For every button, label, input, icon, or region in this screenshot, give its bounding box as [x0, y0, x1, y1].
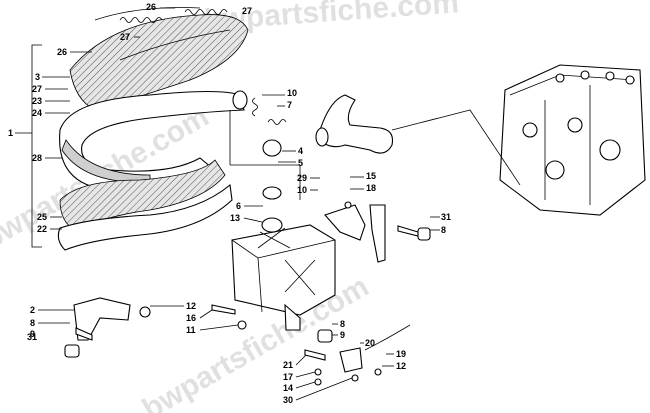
label-13: 13 — [230, 213, 240, 223]
label-12: 12 — [396, 361, 406, 371]
label-9: 9 — [30, 329, 35, 339]
spring-top — [119, 17, 163, 23]
bolt-31-right — [397, 225, 419, 237]
label-6: 6 — [236, 201, 241, 211]
label-21: 21 — [283, 360, 293, 370]
bracket-lower-left — [73, 297, 151, 341]
spring-7 — [267, 119, 287, 125]
label-24: 24 — [32, 108, 42, 118]
label-31: 31 — [441, 212, 451, 222]
label-5: 5 — [298, 158, 303, 168]
bolt-16 — [211, 304, 236, 315]
label-17: 17 — [283, 372, 293, 382]
cap-6 — [262, 186, 282, 200]
label-10: 10 — [287, 88, 297, 98]
label-1: 1 — [8, 128, 13, 138]
washer-11 — [237, 320, 247, 330]
bolt-21 — [304, 349, 326, 361]
spring-top-right — [184, 9, 228, 15]
label-29: 29 — [297, 173, 307, 183]
label-4: 4 — [298, 146, 303, 156]
label-12: 12 — [186, 301, 196, 311]
mount-bracket-right — [324, 201, 386, 263]
label-8: 8 — [30, 318, 35, 328]
gasket-ring — [262, 139, 282, 157]
grommet-lower-left — [64, 344, 80, 358]
engine-connection-line — [391, 109, 521, 186]
exhaust-manifold — [315, 94, 394, 154]
label-9: 9 — [340, 330, 345, 340]
label-16: 16 — [186, 313, 196, 323]
wire-19 — [364, 324, 411, 351]
label-27: 27 — [242, 6, 252, 16]
bolt-lower-left — [75, 327, 93, 341]
expansion-chamber — [59, 90, 248, 192]
heat-shield-lower — [57, 159, 233, 251]
label-7: 7 — [287, 100, 292, 110]
assembly-bracket — [31, 44, 42, 248]
label-8: 8 — [340, 319, 345, 329]
label-26: 26 — [146, 2, 156, 12]
label-10: 10 — [297, 185, 307, 195]
label-18: 18 — [366, 183, 376, 193]
label-27: 27 — [120, 32, 130, 42]
label-2: 2 — [30, 305, 35, 315]
engine-block — [499, 64, 646, 216]
label-22: 22 — [37, 224, 47, 234]
label-23: 23 — [32, 96, 42, 106]
label-8: 8 — [441, 225, 446, 235]
heat-shield-upper — [69, 7, 249, 111]
clip-20 — [339, 347, 363, 373]
label-14: 14 — [283, 383, 293, 393]
spring-10 — [252, 97, 258, 117]
label-31: 31 — [27, 332, 37, 342]
label-27: 27 — [32, 84, 42, 94]
label-26: 26 — [57, 47, 67, 57]
label-25: 25 — [37, 212, 47, 222]
label-3: 3 — [35, 72, 40, 82]
grommet-8-center — [317, 329, 333, 343]
label-20: 20 — [365, 338, 375, 348]
label-28: 28 — [32, 153, 42, 163]
label-11: 11 — [186, 325, 196, 335]
silencer-box — [231, 217, 336, 331]
leader-lines — [15, 7, 440, 401]
label-19: 19 — [396, 349, 406, 359]
label-30: 30 — [283, 395, 293, 405]
grommet-8-right — [417, 227, 431, 241]
label-15: 15 — [366, 171, 376, 181]
